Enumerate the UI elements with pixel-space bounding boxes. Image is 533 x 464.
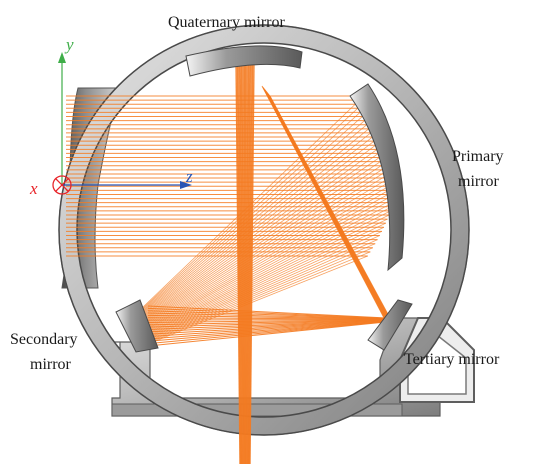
- z-axis-arrow: [180, 181, 192, 189]
- ring-inner-edge: [76, 42, 452, 418]
- primary-to-secondary-ray: [143, 140, 389, 319]
- primary-to-secondary-ray: [147, 239, 378, 341]
- primary-to-secondary-ray: [147, 243, 376, 342]
- primary-to-secondary-ray: [144, 169, 396, 325]
- primary-to-secondary-ray: [143, 149, 392, 321]
- secondary-to-tertiary-ray: [147, 319, 387, 328]
- primary-to-secondary-ray: [145, 198, 395, 332]
- tertiary-to-quaternary-ray: [269, 95, 391, 319]
- x-axis-symbol: [52, 175, 72, 195]
- primary-to-secondary-ray: [147, 255, 368, 345]
- primary-to-secondary-ray: [141, 99, 367, 310]
- primary-to-secondary-ray: [144, 157, 394, 323]
- x-axis-label: x: [29, 179, 38, 198]
- ray-bundle: [66, 59, 397, 464]
- primary-to-secondary-ray: [143, 132, 386, 317]
- primary-to-secondary-ray: [142, 124, 382, 315]
- secondary-to-tertiary-ray: [147, 320, 387, 333]
- tertiary-mirror-label: Tertiary mirror: [404, 351, 500, 368]
- primary-to-secondary-ray: [142, 128, 384, 316]
- primary-to-secondary-ray: [146, 231, 383, 339]
- output-beam-ray: [242, 59, 245, 464]
- secondary-mirror: [115, 299, 159, 353]
- primary-to-secondary-ray: [145, 181, 397, 328]
- primary-to-secondary-ray: [144, 173, 397, 326]
- primary-to-secondary-ray: [146, 210, 391, 335]
- output-beam-ray: [247, 59, 252, 464]
- primary-to-secondary-ray: [142, 116, 377, 313]
- primary-to-secondary-ray: [145, 190, 396, 330]
- x-axis-cross-b: [55, 178, 69, 192]
- ring-outer-edge: [58, 24, 470, 436]
- primary-to-secondary-ray: [146, 226, 385, 338]
- primary-to-secondary-ray: [142, 120, 380, 314]
- primary-to-secondary-ray: [144, 177, 397, 327]
- secondary-to-tertiary-ray: [147, 310, 387, 319]
- secondary-to-tertiary-ray: [147, 321, 387, 345]
- output-beam-ray: [239, 59, 244, 464]
- primary-to-secondary-ray: [144, 165, 396, 325]
- primary-to-secondary-ray: [146, 214, 390, 336]
- output-beam-ray: [248, 59, 254, 464]
- primary-to-secondary-ray: [143, 144, 391, 320]
- primary-to-secondary-ray: [142, 112, 375, 312]
- primary-to-secondary-ray: [144, 161, 395, 324]
- secondary-to-tertiary-ray: [147, 320, 387, 335]
- y-axis-arrow: [58, 52, 66, 63]
- secondary-to-tertiary-ray: [147, 318, 387, 321]
- secondary-to-tertiary-ray: [147, 320, 387, 340]
- output-beam-ray: [246, 59, 250, 464]
- housing-ring: [58, 24, 470, 436]
- secondary-to-tertiary-ray: [147, 305, 387, 319]
- quaternary-mirror: [185, 45, 303, 77]
- secondary-to-tertiary-ray: [147, 307, 387, 319]
- tertiary-mirror: [367, 299, 413, 351]
- z-axis-label: z: [185, 167, 193, 186]
- output-beam-ray: [238, 59, 243, 464]
- output-beam-ray: [235, 59, 241, 464]
- output-beam-ray: [246, 59, 251, 464]
- y-axis-label: y: [64, 35, 74, 54]
- primary-to-secondary-ray: [143, 153, 393, 322]
- primary-mirror-label-line1: Primary: [452, 148, 504, 165]
- primary-to-secondary-ray: [142, 108, 372, 312]
- secondary-to-tertiary-ray: [147, 319, 387, 326]
- primary-mirror-label-line2: mirror: [458, 173, 500, 190]
- secondary-to-tertiary-ray: [147, 319, 387, 323]
- output-beam-ray: [240, 59, 244, 464]
- secondary-to-tertiary-ray: [147, 314, 387, 320]
- secondary-mirror-label-line2: mirror: [30, 356, 72, 373]
- primary-mirror: [349, 83, 405, 272]
- output-beam-ray: [245, 59, 248, 464]
- secondary-to-tertiary-ray: [147, 312, 387, 320]
- secondary-mirror-label-line1: Secondary: [10, 331, 78, 348]
- secondary-to-tertiary-ray: [147, 320, 387, 338]
- secondary-to-tertiary-ray: [147, 319, 387, 331]
- quaternary-mirror-label: Quaternary mirror: [168, 14, 286, 31]
- primary-to-secondary-ray: [142, 103, 370, 311]
- output-beam-ray: [236, 59, 242, 464]
- output-beam-ray: [249, 59, 255, 464]
- coordinate-axes: [52, 52, 192, 195]
- secondary-to-tertiary-ray: [147, 321, 387, 347]
- secondary-to-tertiary-ray: [147, 321, 387, 342]
- primary-to-secondary-ray: [145, 185, 396, 329]
- secondary-to-tertiary-ray: [147, 317, 387, 320]
- primary-to-secondary-ray: [143, 136, 387, 318]
